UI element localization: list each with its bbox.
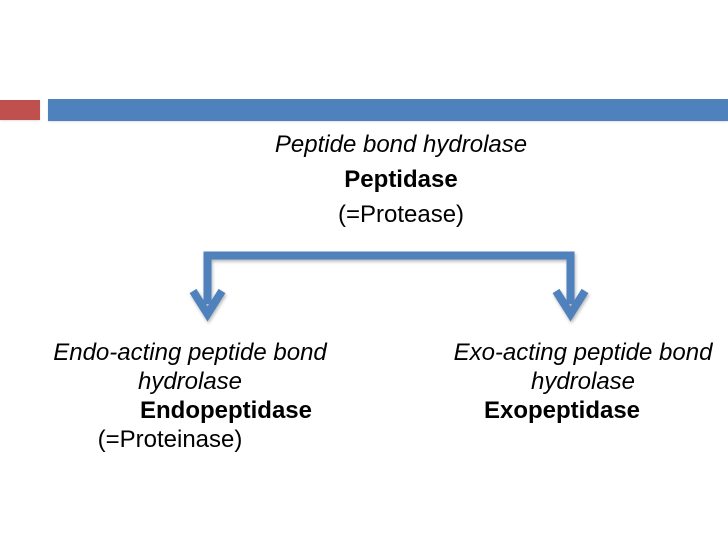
left-arrowhead-icon: [189, 288, 226, 322]
accent-red-block: [0, 100, 40, 120]
left-endopeptidase-label: Endopeptidase: [139, 397, 313, 424]
root-hydrolase-label: Peptide bond hydrolase: [274, 131, 528, 158]
right-exo-acting-label: Exo-acting peptide bond: [453, 339, 713, 366]
left-branch-node-text: Endo-acting peptide bond hydrolase Endop…: [30, 338, 350, 454]
connector-elbow-line: [203, 251, 575, 304]
root-protease-synonym-label: (=Protease): [337, 201, 465, 228]
right-branch-node-text: Exo-acting peptide bond hydrolase Exopep…: [423, 338, 728, 425]
right-arrowhead-icon: [552, 288, 589, 322]
accent-blue-bar: [48, 99, 728, 121]
left-hydrolase-label: hydrolase: [137, 368, 243, 395]
right-hydrolase-label: hydrolase: [530, 368, 636, 395]
right-exopeptidase-label: Exopeptidase: [483, 397, 641, 424]
root-node-text: Peptide bond hydrolase Peptidase (=Prote…: [201, 127, 601, 232]
root-peptidase-label: Peptidase: [344, 166, 458, 193]
left-proteinase-synonym-label: (=Proteinase): [97, 426, 243, 453]
left-endo-acting-label: Endo-acting peptide bond: [53, 339, 327, 366]
